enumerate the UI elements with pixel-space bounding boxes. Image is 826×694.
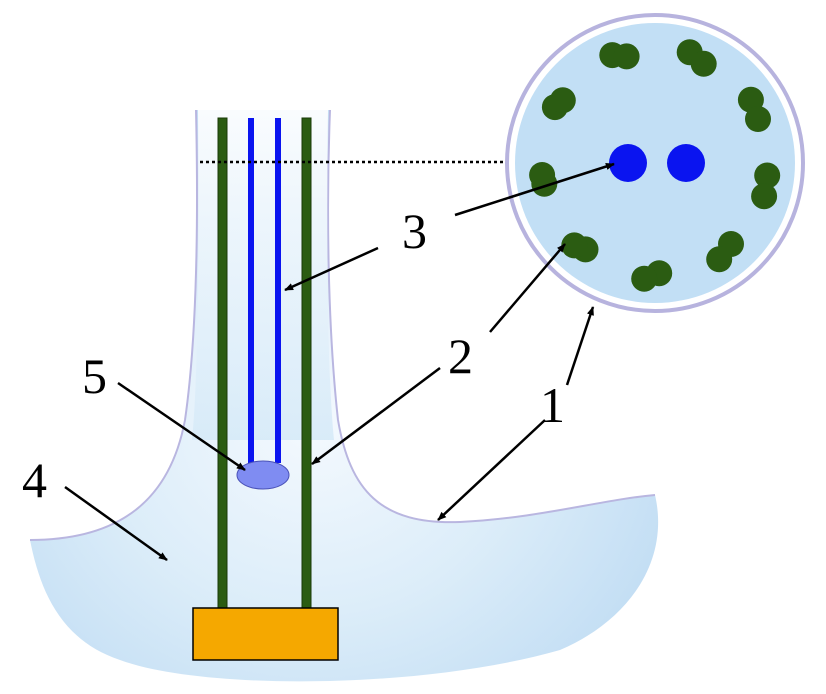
label-3: 3	[402, 203, 427, 259]
label-2: 2	[448, 328, 473, 384]
doublet-4-tubule-b	[751, 183, 778, 210]
cilium-shaft	[192, 110, 334, 440]
cell-cytoplasm	[30, 110, 659, 682]
doublet-7-tubule-b	[561, 232, 588, 259]
central-microtubule-left	[248, 118, 254, 463]
arrow-4-to-cytoplasm	[64, 485, 168, 562]
arrow-5-to-basal-disc	[117, 381, 246, 472]
doublet-6-tubule-b	[631, 265, 658, 292]
doublet-8-tubule-b	[529, 162, 556, 188]
cross-section-doublets	[529, 39, 781, 292]
doublet-5-tubule-b	[706, 246, 733, 273]
doublet-4-tubule-a	[754, 162, 781, 189]
arrow-3-to-central	[284, 246, 379, 292]
arrow-2-to-section-doublet	[489, 243, 566, 333]
arrow-3-to-section-central	[454, 162, 615, 217]
doublet-3-tubule-b	[745, 106, 771, 132]
label-4: 4	[22, 452, 47, 508]
arrow-1-to-section-ring	[565, 306, 595, 386]
doublet-2-tubule-b	[690, 50, 717, 77]
doublet-1-tubule-b	[613, 43, 640, 70]
cell-membrane	[29, 109, 656, 541]
arrow-1-to-membrane	[437, 419, 546, 521]
arrow-2-to-doublet	[311, 367, 441, 465]
central-microtubule-section-left	[609, 144, 647, 182]
doublet-9-tubule-b	[549, 87, 576, 114]
doublet-microtubule-left	[217, 117, 228, 613]
label-1: 1	[540, 377, 565, 433]
label-5: 5	[82, 348, 107, 404]
pointer-arrows	[64, 162, 615, 562]
central-microtubule-section-right	[667, 144, 705, 182]
central-microtubule-right	[275, 118, 281, 463]
cross-section	[505, 13, 805, 313]
doublet-microtubule-right	[301, 117, 312, 613]
basal-plate	[192, 607, 339, 661]
basal-body-disc	[236, 460, 290, 490]
